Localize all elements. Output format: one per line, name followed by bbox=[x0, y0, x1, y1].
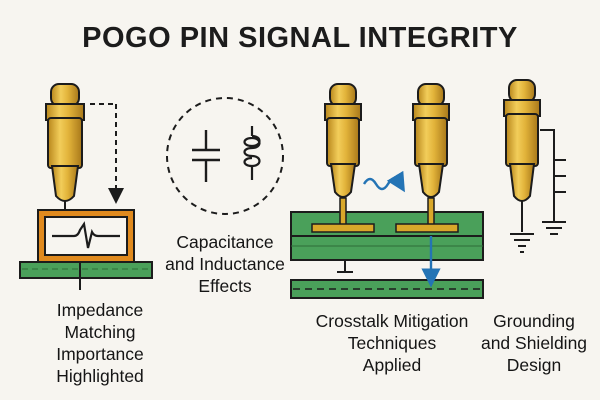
caption-line: Highlighted bbox=[56, 366, 144, 386]
page-title: POGO PIN SIGNAL INTEGRITY bbox=[82, 22, 518, 54]
caption-line: Design bbox=[506, 355, 562, 375]
caption-line: Effects bbox=[198, 276, 252, 296]
pogo-pin-icon bbox=[395, 83, 459, 233]
caption-line: and Shielding bbox=[480, 333, 588, 353]
pogo-pin-icon bbox=[311, 83, 375, 233]
caption-grounding: Grounding and Shielding Design bbox=[474, 310, 594, 376]
ground-symbol-icon bbox=[510, 233, 534, 253]
caption-line: and Inductance bbox=[165, 254, 285, 274]
caption-line: Grounding bbox=[493, 311, 575, 331]
waveform-icon bbox=[52, 221, 120, 249]
caption-line: Applied bbox=[362, 355, 422, 375]
pogo-pin-icon bbox=[503, 79, 541, 232]
dashed-circle bbox=[166, 97, 284, 215]
shield-ground-line bbox=[540, 129, 566, 223]
inductor-icon bbox=[243, 126, 261, 180]
caption-impedance: Impedance Matching Importance Highlighte… bbox=[20, 299, 180, 387]
caption-line: Crosstalk Mitigation bbox=[315, 311, 469, 331]
capacitor-icon bbox=[192, 130, 220, 182]
pcb-board-impedance bbox=[19, 261, 153, 279]
caption-capacitance: Capacitance and Inductance Effects bbox=[150, 231, 300, 297]
pogo-pin-icon bbox=[45, 83, 85, 212]
caption-line: Impedance bbox=[56, 300, 144, 320]
caption-line: Matching bbox=[64, 322, 136, 342]
caption-line: Techniques bbox=[347, 333, 437, 353]
crosstalk-wave-icon bbox=[362, 170, 405, 193]
caption-line: Importance bbox=[56, 344, 144, 364]
caption-line: Capacitance bbox=[176, 232, 274, 252]
ground-symbol-icon bbox=[546, 227, 562, 235]
caption-crosstalk: Crosstalk Mitigation Techniques Applied bbox=[292, 310, 492, 376]
